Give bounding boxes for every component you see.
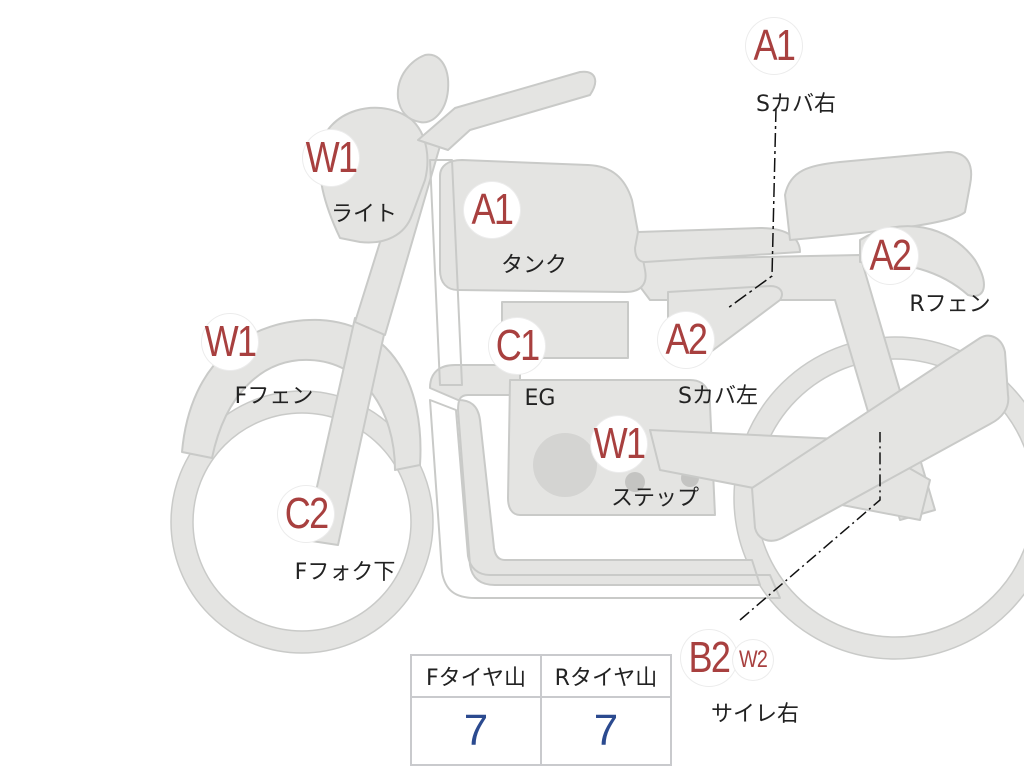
label-engine: EG xyxy=(524,386,556,411)
marker-code: A2 xyxy=(869,231,912,280)
marker-code: A1 xyxy=(471,185,514,234)
leader-a1-side-cover xyxy=(727,107,777,309)
marker-code: W1 xyxy=(593,419,646,468)
marker-code: A2 xyxy=(665,315,708,364)
label-side-cover-left: Sカバ左 xyxy=(678,384,758,409)
frame-lower xyxy=(429,364,761,586)
marker-w1-light: W1 xyxy=(303,130,359,186)
value-front-tire: 7 xyxy=(410,696,542,766)
marker-a2-side-cover-left: A2 xyxy=(658,312,714,368)
leader-b2-muffler xyxy=(739,432,881,621)
table-row: 7 7 xyxy=(410,696,672,766)
seat xyxy=(634,227,801,263)
marker-code: A1 xyxy=(753,21,796,70)
marker-code: W1 xyxy=(305,133,358,182)
label-step: ステップ xyxy=(610,486,700,511)
label-front-fender: Fフェン xyxy=(234,384,314,409)
label-rear-fender: Rフェン xyxy=(909,292,991,317)
marker-c2-front-fork-lower: C2 xyxy=(278,486,334,542)
marker-code: W2 xyxy=(739,646,768,673)
header-front-tire: Fタイヤ山 xyxy=(410,654,542,698)
rear-wheel xyxy=(734,337,1024,659)
label-front-fork-lower: Fフォク下 xyxy=(294,560,396,585)
front-wheel xyxy=(171,391,433,653)
handlebar xyxy=(417,70,597,151)
table-header-row: Fタイヤ山 Rタイヤ山 xyxy=(410,654,672,698)
marker-a1-tank: A1 xyxy=(464,182,520,238)
downtube xyxy=(429,159,463,386)
marker-code: B2 xyxy=(688,633,731,682)
marker-w1-step: W1 xyxy=(591,416,647,472)
seat-rear xyxy=(784,151,973,241)
header-rear-tire: Rタイヤ山 xyxy=(540,654,672,698)
marker-w1-front-fender: W1 xyxy=(202,314,258,370)
label-muffler-right: サイレ右 xyxy=(710,702,800,727)
mirror xyxy=(396,53,450,124)
tire-tread-table: Fタイヤ山 Rタイヤ山 7 7 xyxy=(410,654,672,766)
marker-code: C2 xyxy=(284,489,329,538)
marker-code: W1 xyxy=(204,317,257,366)
engine-cover xyxy=(533,433,597,497)
marker-code: C1 xyxy=(495,321,540,370)
marker-w2-muffler-right: W2 xyxy=(733,640,773,680)
marker-c1-engine: C1 xyxy=(489,318,545,374)
label-light: ライト xyxy=(330,202,398,227)
marker-b2-muffler-right: B2 xyxy=(681,630,737,686)
value-rear-tire: 7 xyxy=(540,696,672,766)
label-side-cover-right: Sカバ右 xyxy=(756,92,836,117)
frame-cradle xyxy=(429,399,781,599)
marker-a2-rear-fender: A2 xyxy=(862,228,918,284)
marker-a1-side-cover-right: A1 xyxy=(746,18,802,74)
label-tank: タンク xyxy=(500,253,568,278)
